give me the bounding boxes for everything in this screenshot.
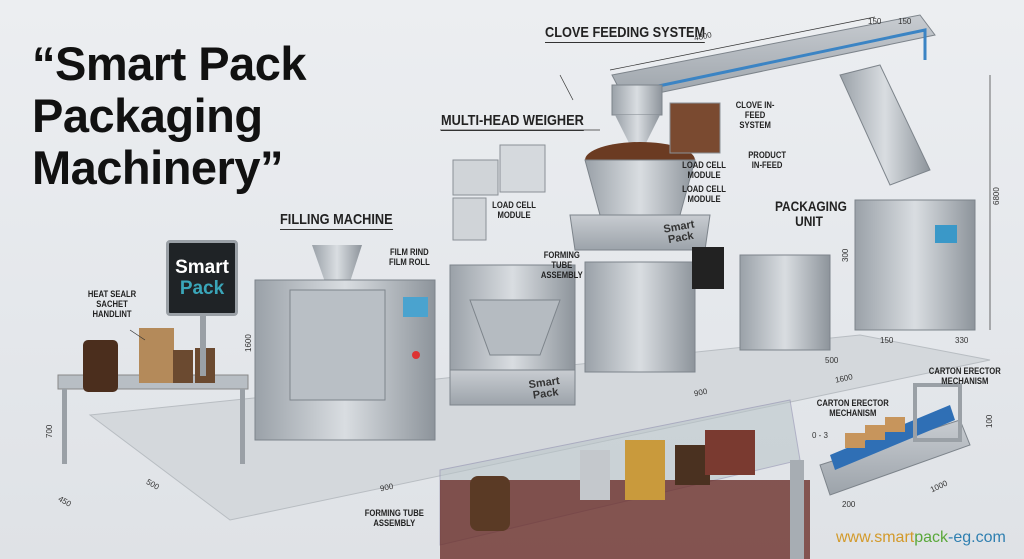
website-url[interactable]: www.smartpack-eg.com [836, 529, 1006, 547]
dim-1600: 1600 [244, 334, 253, 352]
carton-box [845, 433, 865, 448]
url-part-3: -eg.com [948, 529, 1006, 546]
page-title: “Smart Pack Packaging Machinery” [32, 37, 307, 194]
display-jar [470, 476, 510, 531]
gift-box [705, 430, 755, 475]
label-product-in-feed: PRODUCT IN-FEED [748, 150, 787, 170]
display-pouch [580, 450, 610, 500]
label-heat-sealer: HEAT SEALR SACHET HANDLINT [87, 289, 137, 319]
filling-machine-screen [403, 297, 428, 317]
filling-machine-hopper [312, 245, 362, 282]
conveyor-motor-housing [611, 84, 663, 116]
label-multi-head-weigher: MULTI-HEAD WEIGHER [441, 112, 584, 131]
dim-500: 500 [825, 356, 839, 365]
clove-detail-inset [669, 102, 721, 154]
dim-150: 150 [880, 336, 894, 345]
label-load-cell-module: LOAD CELL MODULE [682, 184, 726, 204]
load-cell-inset [499, 144, 546, 193]
dim-700: 700 [45, 424, 54, 438]
label-forming-tube-assembly: FORMING TUBE ASSEMBLY [364, 508, 424, 528]
packaging-unit-machine [584, 261, 696, 373]
table-leg [62, 389, 67, 464]
dim-100: 100 [985, 414, 994, 428]
dim-6800: 6800 [992, 187, 1001, 205]
leader-line [559, 74, 574, 101]
display-case-side [790, 460, 804, 559]
dim-0-3: 0 - 3 [812, 431, 829, 440]
second-weigher-base [449, 369, 576, 406]
emergency-stop-button [412, 351, 420, 359]
second-weigher-buckets [469, 299, 561, 356]
url-part-1: www.smart [836, 529, 915, 546]
label-forming-tube-assembly: FORMING TUBE ASSEMBLY [540, 250, 583, 280]
sign-line-2: Pack [179, 278, 225, 299]
load-cell-inset [452, 159, 499, 196]
dimension-line [609, 16, 876, 71]
title-line-1: “Smart Pack [32, 37, 307, 90]
dim-330: 330 [955, 336, 969, 345]
weigher-hopper [615, 115, 660, 145]
dim-200: 200 [842, 500, 856, 509]
label-packaging-unit: PACKAGING UNIT [775, 198, 847, 229]
carton-box [865, 425, 885, 440]
carton-conveyor-belt [830, 405, 955, 470]
display-pouch [625, 440, 665, 500]
label-film-roll: FILM RIND FILM ROLL [388, 247, 430, 267]
label-load-cell-module: LOAD CELL MODULE [682, 160, 726, 180]
carton-erector-frame [913, 383, 962, 442]
label-carton-erector: CARTON ERECTOR MECHANISM [816, 398, 889, 418]
dim-150: 150 [868, 17, 882, 26]
leader-line [129, 329, 146, 341]
sign-post [200, 316, 206, 376]
url-part-2: pack [914, 529, 949, 546]
machine-panel [692, 247, 724, 289]
label-load-cell-module: LOAD CELL MODULE [492, 200, 536, 220]
product-jar [173, 350, 193, 383]
carton-box [885, 417, 905, 432]
dim-300: 300 [841, 248, 850, 262]
incline-elevator [839, 64, 931, 186]
sign-line-1: Smart [175, 257, 229, 278]
display-tin [675, 445, 710, 485]
table-leg [240, 389, 245, 464]
vertical-packaging-machine [854, 199, 976, 331]
label-carton-erector: CARTON ERECTOR MECHANISM [928, 366, 1001, 386]
label-clove-feeding-system: CLOVE FEEDING SYSTEM [545, 24, 706, 43]
control-screen [935, 225, 957, 243]
title-line-3: Machinery” [32, 141, 283, 194]
sealing-machine [739, 254, 831, 351]
title-line-2: Packaging [32, 89, 263, 142]
product-jar [83, 340, 118, 392]
filling-machine-window [289, 289, 386, 401]
label-clove-in-feed-system: CLOVE IN-FEED SYSTEM [735, 100, 775, 130]
label-filling-machine: FILLING MACHINE [280, 211, 393, 230]
dim-150: 150 [898, 17, 912, 26]
product-pouch [139, 328, 174, 383]
conveyor-pipe [629, 28, 927, 94]
load-cell-inset [452, 197, 487, 241]
